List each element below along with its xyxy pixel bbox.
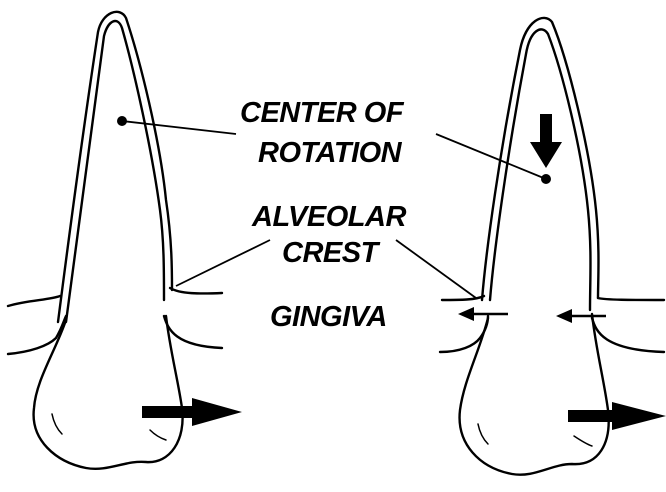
left-root-inner-outline bbox=[66, 21, 164, 322]
right-gingiva-arrow-right bbox=[556, 309, 606, 323]
right-tooth bbox=[440, 18, 666, 475]
label-gingiva: GINGIVA bbox=[270, 301, 387, 333]
right-gingiva-arrow-left bbox=[458, 307, 508, 321]
label-alveolar-crest-line2: CREST bbox=[282, 237, 381, 269]
right-intrusive-force-arrow bbox=[530, 114, 562, 168]
label-alveolar-crest-line1: ALVEOLAR bbox=[251, 201, 406, 233]
leader-crest-left bbox=[176, 240, 270, 286]
left-crown-detail bbox=[150, 430, 166, 440]
right-alveolar-bone-line bbox=[442, 296, 484, 300]
left-crown-detail bbox=[52, 414, 62, 434]
right-root-inner-outline bbox=[490, 29, 591, 310]
label-center-of-rotation-line1: CENTER OF bbox=[240, 97, 405, 129]
right-alveolar-bone-line-right bbox=[598, 298, 664, 300]
left-tooth bbox=[8, 12, 242, 469]
leader-center-left bbox=[122, 121, 236, 134]
left-alveolar-bone-line-right bbox=[170, 288, 222, 293]
right-crown-outline bbox=[460, 314, 609, 475]
leader-crest-right bbox=[396, 240, 476, 298]
leader-center-right bbox=[436, 134, 546, 179]
label-center-of-rotation-line2: ROTATION bbox=[258, 137, 403, 169]
left-alveolar-bone-line bbox=[8, 296, 60, 306]
right-crown-detail bbox=[478, 424, 488, 444]
right-gingiva-line-right bbox=[592, 318, 664, 352]
left-force-arrow bbox=[142, 398, 242, 426]
right-crown-detail bbox=[574, 436, 592, 446]
right-gingiva-line bbox=[440, 316, 488, 352]
left-root-outer-outline bbox=[58, 12, 172, 322]
right-force-arrow bbox=[568, 402, 666, 430]
left-gingiva-line-right bbox=[164, 316, 222, 348]
